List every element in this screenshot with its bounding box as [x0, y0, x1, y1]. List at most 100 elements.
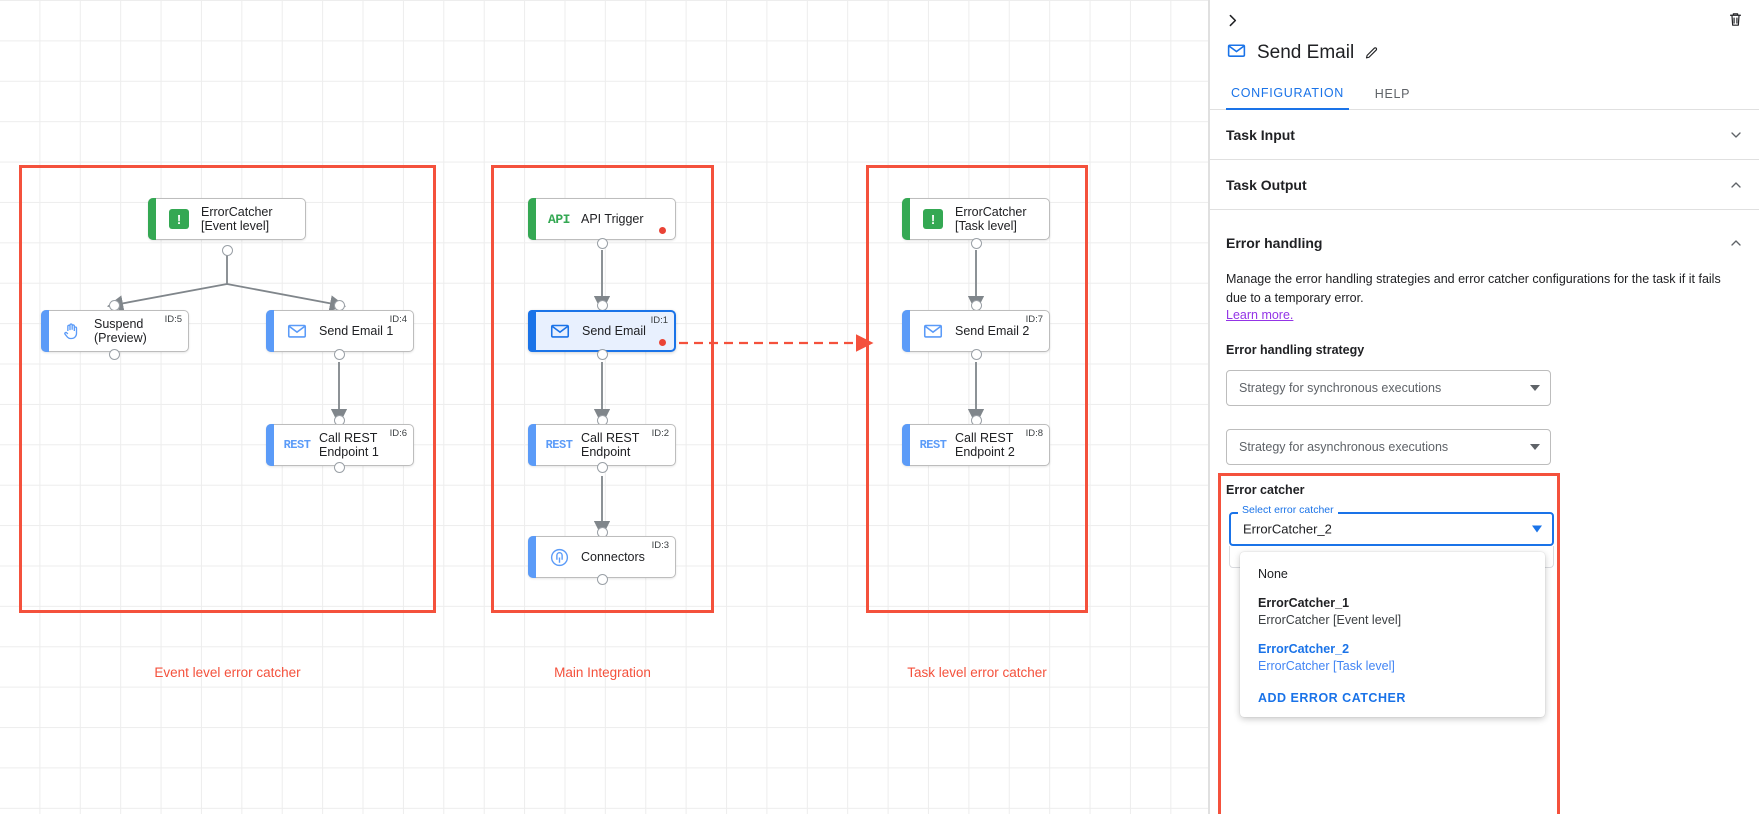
- node-call-rest-endpoint-2[interactable]: REST Call REST Endpoint 2 ID:8: [902, 424, 1050, 466]
- canvas-right-edge: [1208, 0, 1209, 814]
- section-error-handling[interactable]: Error handling: [1210, 218, 1759, 268]
- panel-header: [1210, 0, 1759, 40]
- error-catcher-float-label: Select error catcher: [1238, 504, 1338, 516]
- menu-item-title: None: [1258, 567, 1288, 581]
- node-port-out[interactable]: [597, 574, 608, 585]
- error-catcher-select[interactable]: ErrorCatcher_2: [1229, 512, 1554, 546]
- group-label-event-level: Event level error catcher: [154, 665, 301, 680]
- task-config-panel: Send Email CONFIGURATION HELP Task Input…: [1209, 0, 1759, 814]
- chevron-right-icon[interactable]: [1218, 6, 1246, 34]
- node-error-catcher-event-level[interactable]: ! ErrorCatcher [Event level]: [148, 198, 306, 240]
- node-accent: [528, 198, 536, 240]
- node-port-out[interactable]: [109, 349, 120, 360]
- section-label: Error handling: [1226, 235, 1323, 251]
- node-error-catcher-task-level[interactable]: ! ErrorCatcher [Task level]: [902, 198, 1050, 240]
- node-port-out[interactable]: [334, 462, 345, 473]
- node-label: Call REST Endpoint: [581, 431, 640, 459]
- connectors-icon: [547, 545, 571, 569]
- workflow-canvas[interactable]: Event level error catcher Main Integrati…: [0, 0, 1209, 814]
- node-id: ID:1: [650, 315, 668, 326]
- node-call-rest-endpoint-1[interactable]: REST Call REST Endpoint 1 ID:6: [266, 424, 414, 466]
- section-label: Task Output: [1226, 176, 1307, 193]
- error-handling-strategy-label: Error handling strategy: [1226, 343, 1365, 357]
- node-suspend[interactable]: Suspend (Preview) ID:5: [41, 310, 189, 352]
- node-id: ID:4: [389, 314, 407, 325]
- node-accent: [528, 536, 536, 578]
- chevron-down-icon: [1530, 385, 1540, 391]
- rest-icon: REST: [283, 438, 311, 452]
- node-accent: [902, 198, 910, 240]
- envelope-icon: [1226, 40, 1247, 66]
- pencil-icon[interactable]: [1364, 46, 1379, 61]
- node-label: Send Email 1: [319, 324, 394, 338]
- node-send-email-2[interactable]: Send Email 2 ID:7: [902, 310, 1050, 352]
- node-accent: [902, 310, 910, 352]
- section-label: Task Input: [1226, 126, 1295, 143]
- group-label-task-level: Task level error catcher: [907, 665, 1047, 680]
- envelope-icon: [921, 319, 945, 343]
- menu-item-none[interactable]: None: [1240, 560, 1545, 589]
- node-port-out[interactable]: [971, 238, 982, 249]
- sync-strategy-select[interactable]: Strategy for synchronous executions: [1226, 370, 1551, 406]
- tab-configuration[interactable]: CONFIGURATION: [1226, 78, 1349, 110]
- api-icon: API: [548, 211, 570, 227]
- node-connectors[interactable]: Connectors ID:3: [528, 536, 676, 578]
- menu-item-subtitle: ErrorCatcher [Event level]: [1258, 613, 1402, 627]
- hand-icon: [60, 319, 84, 343]
- node-api-trigger[interactable]: API API Trigger: [528, 198, 676, 240]
- node-port-out[interactable]: [597, 349, 608, 360]
- node-port-out[interactable]: [222, 245, 233, 256]
- node-call-rest-endpoint[interactable]: REST Call REST Endpoint ID:2: [528, 424, 676, 466]
- error-catcher-section-label: Error catcher: [1226, 483, 1305, 497]
- node-accent: [148, 198, 156, 240]
- tab-help[interactable]: HELP: [1374, 87, 1411, 101]
- learn-more-link[interactable]: Learn more.: [1226, 308, 1294, 322]
- node-port-out[interactable]: [597, 462, 608, 473]
- trash-icon[interactable]: [1721, 5, 1749, 33]
- error-catcher-icon: !: [167, 207, 191, 231]
- group-label-main-integration: Main Integration: [554, 665, 651, 680]
- node-label: ErrorCatcher [Event level]: [201, 205, 273, 233]
- menu-item-errorcatcher-2[interactable]: ErrorCatcher_2 ErrorCatcher [Task level]: [1240, 635, 1545, 681]
- menu-item-errorcatcher-1[interactable]: ErrorCatcher_1 ErrorCatcher [Event level…: [1240, 589, 1545, 635]
- node-id: ID:5: [164, 314, 182, 325]
- node-label: Send Email 2: [955, 324, 1030, 338]
- async-strategy-select[interactable]: Strategy for asynchronous executions: [1226, 429, 1551, 465]
- error-handling-description: Manage the error handling strategies and…: [1226, 272, 1721, 305]
- chevron-down-icon: [1532, 525, 1542, 533]
- error-catcher-highlight-box: [1218, 473, 1560, 814]
- node-send-email-1[interactable]: Send Email 1 ID:4: [266, 310, 414, 352]
- node-accent: [266, 310, 274, 352]
- node-port-out[interactable]: [334, 349, 345, 360]
- node-port-out[interactable]: [597, 238, 608, 249]
- envelope-icon: [548, 319, 572, 343]
- add-error-catcher-button[interactable]: ADD ERROR CATCHER: [1258, 691, 1406, 705]
- node-accent: [902, 424, 910, 466]
- node-label: Send Email: [582, 324, 646, 338]
- rest-icon: REST: [545, 438, 573, 452]
- error-catcher-selected-value: ErrorCatcher_2: [1243, 521, 1332, 537]
- node-send-email[interactable]: Send Email ID:1: [528, 310, 676, 352]
- rest-icon: REST: [919, 438, 947, 452]
- chevron-down-icon: [1728, 127, 1744, 143]
- sync-strategy-value: Strategy for synchronous executions: [1239, 381, 1442, 395]
- node-label: Connectors: [581, 550, 645, 564]
- menu-item-title: ErrorCatcher_1: [1258, 596, 1350, 610]
- panel-tabs: CONFIGURATION HELP: [1210, 78, 1759, 110]
- panel-title-row: Send Email: [1226, 40, 1379, 66]
- node-id: ID:6: [389, 428, 407, 439]
- menu-item-subtitle: ErrorCatcher [Task level]: [1258, 659, 1395, 673]
- node-accent: [528, 310, 536, 352]
- node-port-out[interactable]: [971, 349, 982, 360]
- group-box-event-level: [19, 165, 436, 613]
- node-id: ID:2: [651, 428, 669, 439]
- node-error-indicator: [659, 227, 666, 234]
- section-task-output[interactable]: Task Output: [1210, 160, 1759, 210]
- section-task-input[interactable]: Task Input: [1210, 110, 1759, 160]
- node-id: ID:7: [1025, 314, 1043, 325]
- node-id: ID:3: [651, 540, 669, 551]
- menu-item-title: ErrorCatcher_2: [1258, 642, 1350, 656]
- chevron-up-icon: [1728, 235, 1744, 251]
- node-error-indicator: [659, 339, 666, 346]
- node-label: Call REST Endpoint 2: [955, 431, 1015, 459]
